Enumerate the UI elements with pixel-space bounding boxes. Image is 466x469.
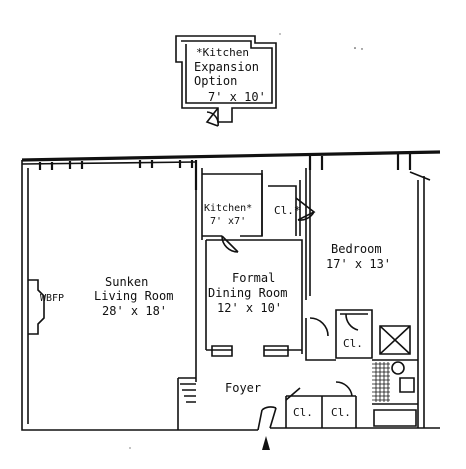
entry-arrow-icon — [262, 436, 270, 450]
foyer-closet-1-label: Cl. — [293, 406, 313, 419]
wbfp-label: WBFP — [40, 293, 64, 304]
closet-star-label: Cl.* — [274, 204, 301, 217]
kitchen-expansion-outline — [175, 35, 277, 127]
interior-walls — [28, 168, 418, 431]
kitchen-size: 7' x7' — [210, 216, 246, 227]
bathroom-tile-pattern — [372, 362, 390, 402]
expansion-line2-label: Option — [194, 74, 237, 88]
living-room-label-1: Sunken — [105, 275, 148, 289]
dining-room-size: 12' x 10' — [217, 301, 282, 315]
expansion-line1-label: Expansion — [194, 60, 259, 74]
living-room-label-2: Living Room — [94, 289, 173, 303]
bedroom-closet-label: Cl. — [343, 337, 363, 350]
dining-room-label-1: Formal — [232, 271, 275, 285]
expansion-size-label: 7' x 10' — [208, 90, 266, 104]
bedroom-label: Bedroom — [331, 242, 382, 256]
kitchen-label: Kitchen* — [204, 203, 252, 214]
expansion-kitchen-label: *Kitchen — [196, 46, 249, 59]
dining-room-label-2: Dining Room — [208, 286, 287, 300]
living-room-size: 28' x 18' — [102, 304, 167, 318]
scan-specks — [129, 33, 363, 449]
foyer-closet-2-label: Cl. — [331, 406, 351, 419]
foyer-label: Foyer — [225, 381, 261, 395]
bedroom-size: 17' x 13' — [326, 257, 391, 271]
